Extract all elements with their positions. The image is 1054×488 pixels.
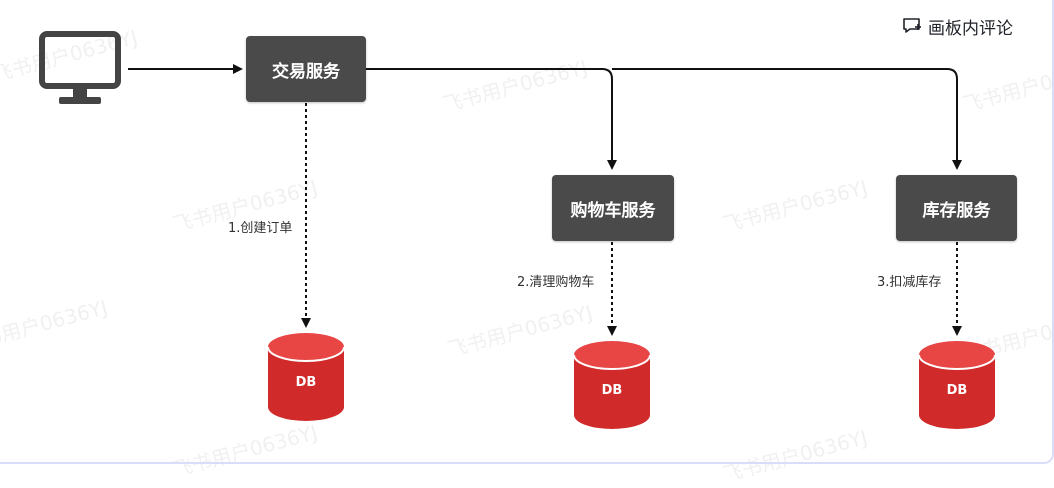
comment-label: 画板内评论 [928,18,1013,39]
cart-service-node[interactable]: 购物车服务 [552,175,674,241]
arrow-trade-to-inventory [612,68,962,170]
db-label: DB [601,383,623,398]
connectors [128,64,962,336]
database-icon[interactable]: DB [917,339,997,431]
db-label: DB [946,383,968,398]
trade-service-node[interactable]: 交易服务 [246,36,366,102]
comment-add-icon [902,17,922,35]
step-label-clear-cart: 2.清理购物车 [517,275,595,290]
db-label: DB [295,375,317,390]
monitor-icon [39,31,121,107]
arrow-trade-to-cart [366,68,617,170]
database-icon[interactable]: DB [266,331,346,423]
inventory-service-node[interactable]: 库存服务 [896,175,1017,241]
board-frame [0,0,1054,464]
diagram-canvas: 飞书用户0636YJ 飞书用户0636YJ 飞书用户0636YJ 飞书用户063… [0,25,1054,487]
board-comment-button[interactable]: 画板内评论 [902,12,1013,40]
step-label-deduct-stock: 3.扣减库存 [877,275,942,290]
step-label-create-order: 1.创建订单 [228,221,293,236]
database-icon[interactable]: DB [572,339,652,431]
